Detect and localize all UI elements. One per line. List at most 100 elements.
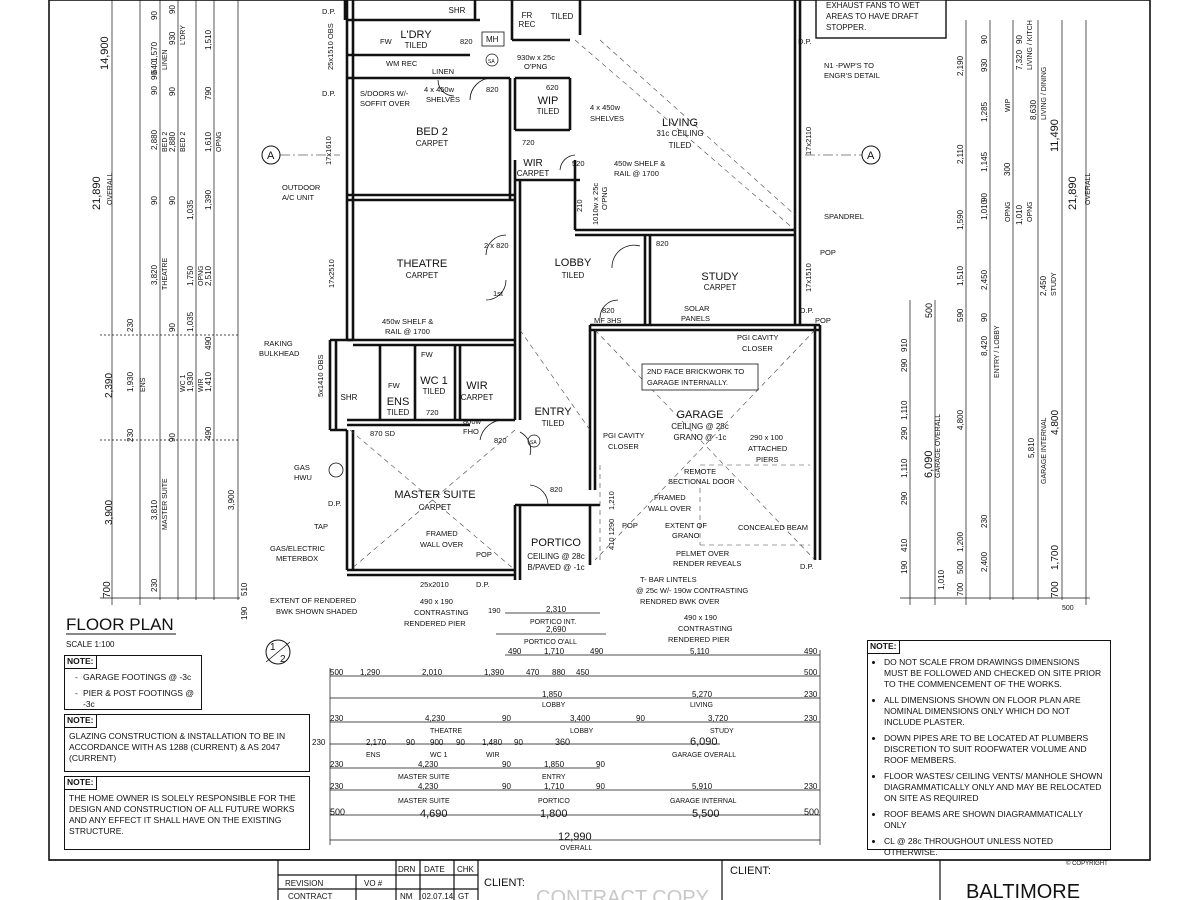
tbar-lintels-a: T- BAR LINTELS <box>640 575 697 584</box>
dim-lines-right <box>900 20 1090 605</box>
dim-l1-0: 90 <box>150 11 159 20</box>
room-lobby-name: LOBBY <box>555 257 592 269</box>
dim-l3-word-opng: OPNG <box>216 131 223 152</box>
dim-b5-5: 3,720 <box>708 714 729 723</box>
dim-b9-3: 5,500 <box>692 808 720 820</box>
solar-panels-a: SOLAR <box>684 304 710 313</box>
dim-b4b-3: LIVING <box>690 702 713 709</box>
face-brick-note-a: 2ND FACE BRICKWORK TO <box>647 367 744 376</box>
top-note-line-3: STOPPER. <box>826 23 866 32</box>
elevation-marker <box>265 639 291 665</box>
dim-b6-6: 90 <box>514 738 523 747</box>
dim-right-overall-word: OVERALL <box>1085 173 1092 205</box>
pelmet-b: RENDER REVEALS <box>673 559 741 568</box>
room-theatre-finish: CARPET <box>406 271 439 280</box>
dim-text-right: 21,890 OVERALL 11,490 LIVING / DINING 8,… <box>900 20 1092 612</box>
dim-b9-2: 1,800 <box>540 808 568 820</box>
dim-b7-3: 1,850 <box>544 760 565 769</box>
downpipe-right-top: D.P. <box>798 37 812 46</box>
door-swings <box>437 77 641 506</box>
dim-b5-4: 90 <box>636 714 645 723</box>
gas-hwu-b: HWU <box>294 473 312 482</box>
dim-b6b-1: WC 1 <box>430 752 448 759</box>
pgi-closer-b: CLOSER <box>608 442 639 451</box>
pier-490r-a: 490 x 190 <box>684 613 717 622</box>
dim-l1-9: 1,930 <box>126 371 135 392</box>
room-ensuite-name: ENS <box>387 396 410 408</box>
extent-render-a: EXTENT OF RENDERED <box>270 596 357 605</box>
dim-b4-1: 1,290 <box>360 668 381 677</box>
dim-ra-5: 8,420 <box>980 335 989 356</box>
dim-190-portico: 190 <box>488 606 501 615</box>
dim-b7-2: 90 <box>502 760 511 769</box>
window-17x2110: 17x2110 <box>804 127 813 155</box>
concealed-beam: CONCEALED BEAM <box>738 523 808 532</box>
dim-ra-7: 290 <box>900 358 909 372</box>
note-general-item-1: DO NOT SCALE FROM DRAWINGS DIMENSIONS MU… <box>884 657 1104 690</box>
dim-text-bottom: 2,310 PORTICO INT. 2,690 PORTICO O'ALL 4… <box>312 605 819 852</box>
dim-b6-0: 230 <box>312 738 326 747</box>
pier-490-c: RENDERED PIER <box>404 619 466 628</box>
rev-row-vo: VO # <box>364 879 383 888</box>
pelmet-a: PELMET OVER <box>676 549 730 558</box>
dim-l3-6: 490 <box>204 336 213 350</box>
dim-right-living-dining: LIVING / DINING <box>1041 67 1048 120</box>
dim-ra-1: 2,110 <box>956 144 965 164</box>
dim-left-overall-word: OVERALL <box>107 173 114 205</box>
room-study-name: STUDY <box>701 271 739 283</box>
dim-l2-word-ldry: L'DRY <box>180 25 187 45</box>
note-glazing-heading: NOTE: <box>64 714 98 728</box>
client-label-1: CLIENT: <box>484 877 525 889</box>
dim-l1-word-theatre: THEATRE <box>162 258 169 290</box>
dim-right-8630: 8,630 <box>1029 99 1038 120</box>
room-wir1-finish: CARPET <box>517 169 550 178</box>
shelf-rail-b: RAIL @ 1700 <box>614 169 659 178</box>
dim-b7b-1: ENTRY <box>542 774 566 781</box>
dim-b4-2: 2,010 <box>422 668 443 677</box>
dim-b8b-0: MASTER SUITE <box>398 798 450 805</box>
dim-ra-6: 910 <box>900 338 909 352</box>
dim-l1-word-ens: ENS <box>140 377 147 392</box>
dim-l3-8: 490 <box>204 426 213 440</box>
dim-ra-0: 2,190 <box>956 55 965 76</box>
dim-overall-12990: 12,990 <box>558 831 592 843</box>
dim-rb-11: 230 <box>980 514 989 528</box>
dim-b3-2: 490 <box>590 647 604 656</box>
room-garage-name: GARAGE <box>676 409 723 421</box>
rev-row-revision: REVISION <box>285 879 323 888</box>
raking-bulkhead-b: BULKHEAD <box>259 349 300 358</box>
dim-b6-5: 1,480 <box>482 738 503 747</box>
dim-left-700: 700 <box>102 581 113 598</box>
note-general-heading: NOTE: <box>867 640 901 654</box>
dim-l1-8: 230 <box>126 318 135 332</box>
window-17x1610: 17x1610 <box>324 136 333 165</box>
dim-b8-6: 230 <box>804 782 818 791</box>
note-footings-item-1: GARAGE FOOTINGS @ -3c <box>75 672 195 683</box>
dim-ra-3: 1,510 <box>956 265 965 286</box>
dim-right-7320: 7,320 <box>1015 49 1024 70</box>
dim-ra-13: 190 <box>900 560 909 574</box>
dim-r-word-opng: OPNG <box>1005 201 1012 222</box>
dim-b4b-0: 1,850 <box>542 690 563 699</box>
dim-l1-4: 90 <box>150 86 159 95</box>
rev-header-drn: DRN <box>398 865 416 874</box>
dim-rc-7: 1,700 <box>1050 545 1061 570</box>
dim-b3-1: 1,710 <box>544 647 565 656</box>
dim-l1-12: 230 <box>150 578 159 592</box>
dim-ra-2: 1,590 <box>956 209 965 230</box>
downpipe-left-top: D.P. <box>322 7 336 16</box>
pier-490r-b: CONTRASTING <box>678 624 733 633</box>
downpipe-left-mid: D.P. <box>322 89 336 98</box>
dim-rb-12: 2,400 <box>980 551 989 572</box>
doors-2x820: 2 x 820 <box>484 241 509 250</box>
dim-b6-8: 6,090 <box>690 736 718 748</box>
contract-copy-stamp: CONTRACT COPY <box>536 887 709 900</box>
door-520: 520 <box>572 159 585 168</box>
dim-r-word-entry-lobby: ENTRY / LOBBY <box>994 325 1001 378</box>
dim-rb-4: 300 <box>1003 162 1012 176</box>
dim-ra-9: 290 <box>900 426 909 440</box>
dim-b5-2: 90 <box>502 714 511 723</box>
opening-930-a: 930w x 25c <box>517 53 555 62</box>
dim-l3-0: 1,510 <box>204 29 213 50</box>
opening-1010-a: 1010w x 25c <box>591 183 600 225</box>
